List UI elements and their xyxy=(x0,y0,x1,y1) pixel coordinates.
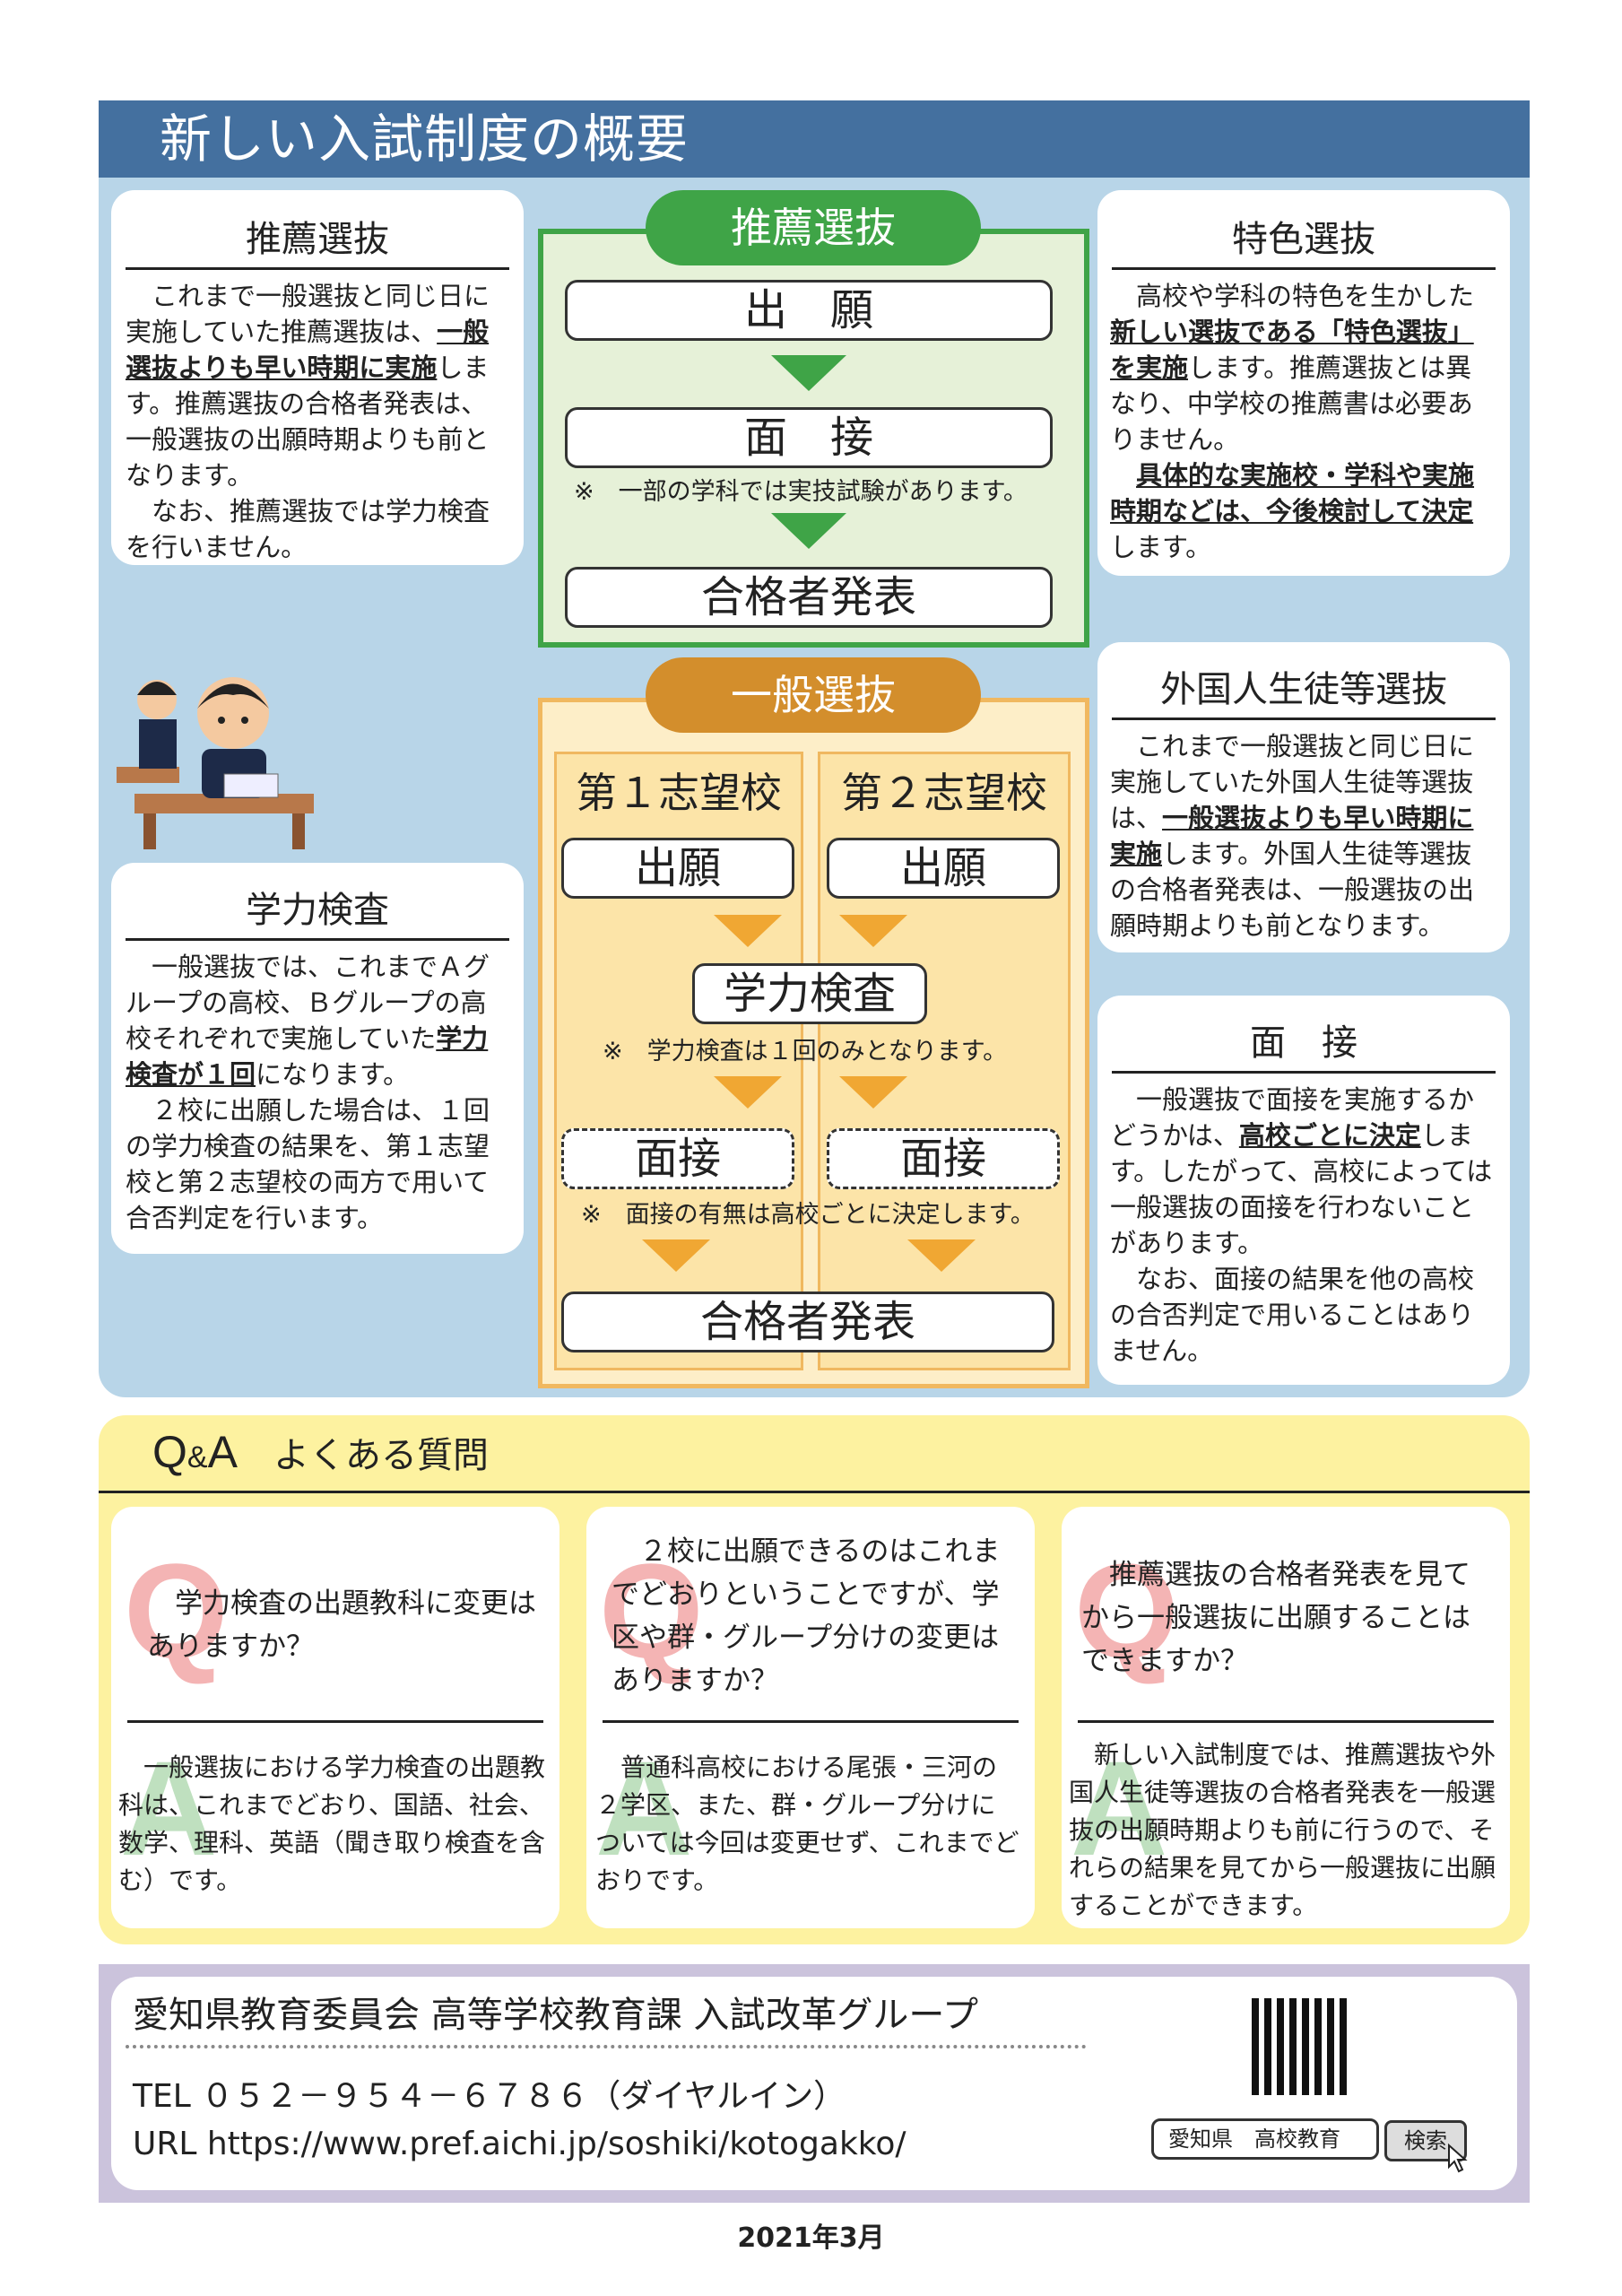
emphasis-text: 学力検査が１回 xyxy=(126,1023,489,1090)
ippan-flow-pill: 一般選抜 xyxy=(646,657,981,733)
contact-org: 愛知県教育委員会 高等学校教育課 入試改革グループ xyxy=(133,1995,979,2036)
a-letter-icon: A xyxy=(120,1733,218,1883)
answer-3: 新しい入試制度では、推薦選抜や外国人生徒等選抜の合格者発表を一般選抜の出願時期よ… xyxy=(1069,1740,1496,1920)
emphasis-text: 高校ごとに決定 xyxy=(1238,1120,1421,1151)
emphasis-text: 具体的な実施校・学科や実施時期などは、今後検討して決定 xyxy=(1110,460,1475,526)
a-letter-icon: A xyxy=(1071,1733,1168,1883)
qa-heading-a: A xyxy=(207,1427,238,1477)
qr-code-icon[interactable] xyxy=(1252,1998,1349,2095)
gakuryoku-card-text: 一般選抜では、これまでＡグループの高校、Ｂグループの高校それぞれで実施していた学… xyxy=(126,952,490,1233)
suisen-card-title: 推薦選抜 xyxy=(246,219,389,260)
ippan-step-result: 合格者発表 xyxy=(561,1292,1054,1352)
qa-card-1: Q 学力検査の出題教科に変更はありますか？ A 一般選抜における学力検査の出題教… xyxy=(111,1507,559,1928)
a-letter-icon: A xyxy=(595,1733,693,1883)
col-first-label: 第１志望校 xyxy=(576,769,782,817)
qa-heading-amp: & xyxy=(186,1440,208,1474)
search-query-field[interactable]: 愛知県 高校教育 xyxy=(1151,2118,1379,2160)
contact-tel: TEL ０５２－９５４－６７８６（ダイヤルイン） xyxy=(133,2078,846,2115)
emphasis-text: 新しい選抜である「特色選抜」を実施 xyxy=(1110,317,1474,383)
divider xyxy=(1112,718,1496,720)
gaikokujin-card-text: これまで一般選抜と同じ日に実施していた外国人生徒等選抜は、一般選抜よりも早い時期… xyxy=(1110,731,1475,941)
divider xyxy=(1078,1720,1494,1723)
arrow-down-icon xyxy=(714,1076,782,1109)
q-letter-icon: Q xyxy=(124,1535,229,1686)
suisen-flow-pill: 推薦選抜 xyxy=(646,190,981,265)
emphasis-text: 一般選抜よりも早い時期に実施 xyxy=(1110,803,1474,869)
suisen-card-text: これまで一般選抜と同じ日に実施していた推薦選抜は、一般選抜よりも早い時期に実施し… xyxy=(126,281,490,562)
qa-heading-q: Q xyxy=(152,1427,187,1477)
answer-1: 一般選抜における学力検査の出題教科は、これまでどおり、国語、社会、数学、理科、英… xyxy=(118,1752,546,1895)
mensetsu-card-text: 一般選抜で面接を実施するかどうかは、高校ごとに決定します。したがって、高校によっ… xyxy=(1110,1084,1493,1366)
divider xyxy=(1112,1071,1496,1074)
students-illustration xyxy=(117,677,314,849)
question-1: 学力検査の出題教科に変更はありますか？ xyxy=(147,1587,536,1663)
divider xyxy=(603,1720,1019,1723)
gaikokujin-card-title: 外国人生徒等選抜 xyxy=(1160,669,1447,710)
divider xyxy=(126,938,509,941)
divider xyxy=(1112,267,1496,270)
page-title: 新しい入試制度の概要 xyxy=(99,100,1530,178)
arrow-down-icon xyxy=(839,1076,907,1109)
gaikokujin-card: 外国人生徒等選抜 これまで一般選抜と同じ日に実施していた外国人生徒等選抜は、一般… xyxy=(1097,642,1510,952)
q-letter-icon: Q xyxy=(1074,1535,1179,1686)
question-3: 推薦選抜の合格者発表を見てから一般選抜に出願することはできますか？ xyxy=(1081,1559,1470,1677)
mensetsu-card: 面 接 一般選抜で面接を実施するかどうかは、高校ごとに決定します。したがって、高… xyxy=(1097,996,1510,1385)
exam-note: ※ 学力検査は１回のみとなります。 xyxy=(603,1038,1008,1065)
arrow-down-icon xyxy=(714,915,782,947)
q-letter-icon: Q xyxy=(599,1535,704,1686)
question-2: ２校に出願できるのはこれまでどおりということですが、学区や群・グループ分けの変更… xyxy=(612,1535,1001,1697)
tokushoku-card: 特色選抜 高校や学科の特色を生かした新しい選抜である「特色選抜」を実施します。推… xyxy=(1097,190,1510,576)
divider xyxy=(127,1720,543,1723)
ippan-step-exam: 学力検査 xyxy=(692,963,927,1024)
interview-second: 面接 xyxy=(827,1128,1060,1189)
suisen-step-result: 合格者発表 xyxy=(565,567,1053,628)
col-second-label: 第２志望校 xyxy=(841,769,1047,817)
interview-first: 面接 xyxy=(561,1128,794,1189)
contact-url[interactable]: URL https://www.pref.aichi.jp/soshiki/ko… xyxy=(133,2126,906,2162)
apply-first: 出願 xyxy=(561,838,794,899)
qa-divider xyxy=(99,1491,1530,1493)
suisen-step-interview: 面 接 xyxy=(565,407,1053,468)
qa-heading-text: よくある質問 xyxy=(273,1435,489,1476)
emphasis-text: 一般選抜よりも早い時期に実施 xyxy=(126,317,490,383)
interview-note: ※ 面接の有無は高校ごとに決定します。 xyxy=(581,1201,1035,1229)
gakuryoku-card: 学力検査 一般選抜では、これまでＡグループの高校、Ｂグループの高校それぞれで実施… xyxy=(111,863,524,1254)
arrow-down-icon xyxy=(771,513,846,549)
dotted-divider xyxy=(126,2045,1087,2048)
gakuryoku-card-title: 学力検査 xyxy=(246,890,389,931)
arrow-down-icon xyxy=(771,355,846,391)
arrow-down-icon xyxy=(642,1239,710,1272)
mensetsu-card-title: 面 接 xyxy=(1250,1022,1357,1064)
suisen-step-apply: 出 願 xyxy=(565,280,1053,341)
qa-heading: Q&A よくある質問 xyxy=(152,1426,489,1478)
tokushoku-card-title: 特色選抜 xyxy=(1232,219,1375,260)
issue-date: 2021年3月 xyxy=(737,2222,885,2254)
qa-card-2: Q ２校に出願できるのはこれまでどおりということですが、学区や群・グループ分けの… xyxy=(586,1507,1035,1928)
qa-card-3: Q 推薦選抜の合格者発表を見てから一般選抜に出願することはできますか？ A 新し… xyxy=(1062,1507,1510,1928)
suisen-card: 推薦選抜 これまで一般選抜と同じ日に実施していた推薦選抜は、一般選抜よりも早い時… xyxy=(111,190,524,565)
suisen-note: ※ 一部の学科では実技試験があります。 xyxy=(574,478,1028,506)
arrow-down-icon xyxy=(907,1239,976,1272)
divider xyxy=(126,267,509,270)
apply-second: 出願 xyxy=(827,838,1060,899)
tokushoku-card-text: 高校や学科の特色を生かした新しい選抜である「特色選抜」を実施します。推薦選抜とは… xyxy=(1110,281,1475,562)
cursor-icon xyxy=(1448,2144,1468,2173)
arrow-down-icon xyxy=(839,915,907,947)
answer-2: 普通科高校における尾張・三河の２学区、また、群・グループ分けについては今回は変更… xyxy=(595,1752,1019,1895)
